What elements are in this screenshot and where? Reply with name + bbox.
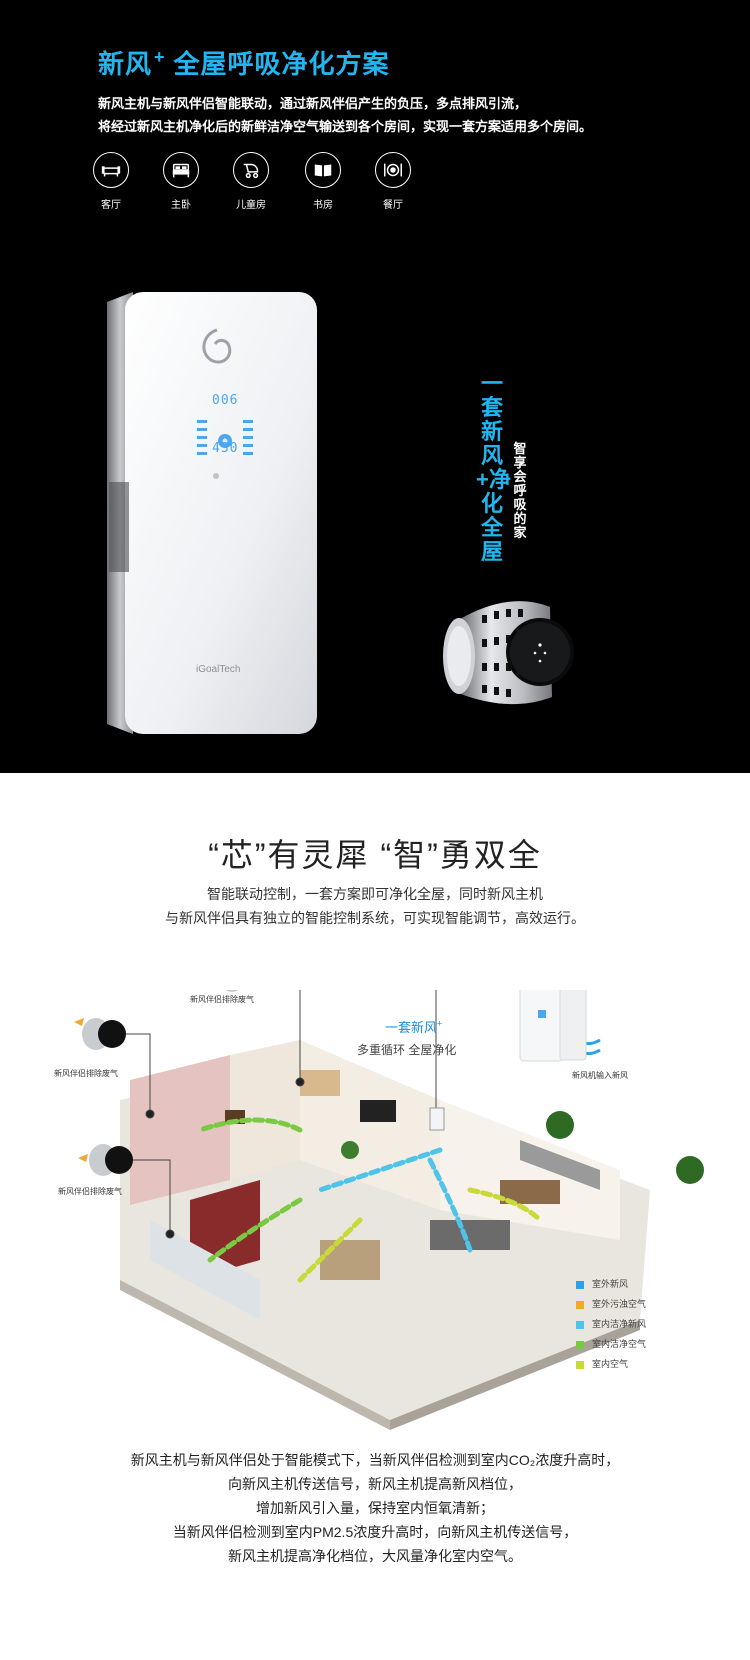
- room-master-bedroom: 主卧: [156, 152, 206, 211]
- explanation-line-2: 向新风主机传送信号，新风主机提高新风档位，: [228, 1476, 522, 1492]
- legend-swatch: [576, 1360, 584, 1369]
- hero-description-line-2: 将经过新风主机净化后的新鲜洁净空气输送到各个房间，实现一套方案适用多个房间。: [98, 119, 593, 134]
- main-unit-label: 新风机输入新风: [572, 1071, 628, 1080]
- room-label: 儿童房: [236, 200, 266, 211]
- hero-description-line-1: 新风主机与新风伴侣智能联动，通过新风伴侣产生的负压，多点排风引流，: [98, 96, 528, 111]
- legend-swatch: [576, 1300, 584, 1309]
- book-icon: [305, 152, 341, 188]
- hero-title: 新风+全屋呼吸净化方案: [98, 47, 390, 79]
- brand-logo-text: iGoalTech: [196, 664, 241, 675]
- screen-top-reading: 006: [212, 393, 239, 408]
- room-study: 书房: [298, 152, 348, 211]
- hero-section: 新风+全屋呼吸净化方案 新风主机与新风伴侣智能联动，通过新风伴侣产生的负压，多点…: [0, 0, 750, 773]
- screen-bottom-reading: 430: [212, 441, 239, 456]
- legend-item: 室外新风: [576, 1277, 628, 1291]
- companion-label-left: 新风伴侣排除废气: [54, 1069, 118, 1078]
- companion-label-top: 新风伴侣排除废气: [190, 995, 254, 1004]
- section-headline: “芯”有灵犀 “智”勇双全: [208, 837, 542, 873]
- fresh-air-companion-image: [443, 601, 574, 705]
- room-living-room: 客厅: [86, 152, 136, 211]
- bed-icon: [163, 152, 199, 188]
- fresh-air-main-unit-image: [107, 292, 317, 734]
- section-description-line-2: 与新风伴侣具有独立的智能控制系统，可实现智能调节，高效运行。: [165, 910, 585, 926]
- explanation-line-3: 增加新风引入量，保持室内恒氧清新；: [256, 1500, 494, 1516]
- room-dining: 餐厅: [368, 152, 418, 211]
- legend-swatch: [576, 1340, 584, 1349]
- explanation-line-5: 新风主机提高净化档位，大风量净化室内空气。: [228, 1548, 522, 1564]
- stroller-icon: [233, 152, 269, 188]
- dining-icon: [375, 152, 411, 188]
- vertical-subslogan: 智享会呼吸的家: [513, 441, 527, 540]
- explanation-line-4: 当新风伴侣检测到室内PM2.5浓度升高时，向新风主机传送信号，: [172, 1524, 578, 1540]
- legend-swatch: [576, 1320, 584, 1329]
- explanation-line-1: 新风主机与新风伴侣处于智能模式下，当新风伴侣检测到室内CO₂浓度升高时，: [130, 1452, 620, 1468]
- room-kids-room: 儿童房: [226, 152, 276, 211]
- diagram-heading: 一套新风+: [385, 1018, 443, 1035]
- sofa-icon: [93, 152, 129, 188]
- vertical-slogan: 一套新风+净化全屋: [476, 371, 511, 564]
- diagram-subheading: 多重循环 全屋净化: [357, 1043, 457, 1057]
- room-label: 客厅: [101, 200, 121, 211]
- room-label: 主卧: [171, 200, 191, 211]
- legend-item: 室内洁净新风: [576, 1317, 646, 1331]
- legend-swatch: [576, 1280, 584, 1289]
- room-label: 餐厅: [383, 200, 403, 211]
- device-display-panel: [197, 420, 253, 455]
- legend-item: 室内空气: [576, 1357, 628, 1371]
- legend-item: 室内洁净空气: [576, 1337, 646, 1351]
- section-description-line-1: 智能联动控制，一套方案即可净化全屋，同时新风主机: [207, 886, 543, 902]
- companion-label-bottom: 新风伴侣排除废气: [58, 1187, 122, 1196]
- legend-item: 室外污浊空气: [576, 1297, 646, 1311]
- room-label: 书房: [313, 200, 333, 211]
